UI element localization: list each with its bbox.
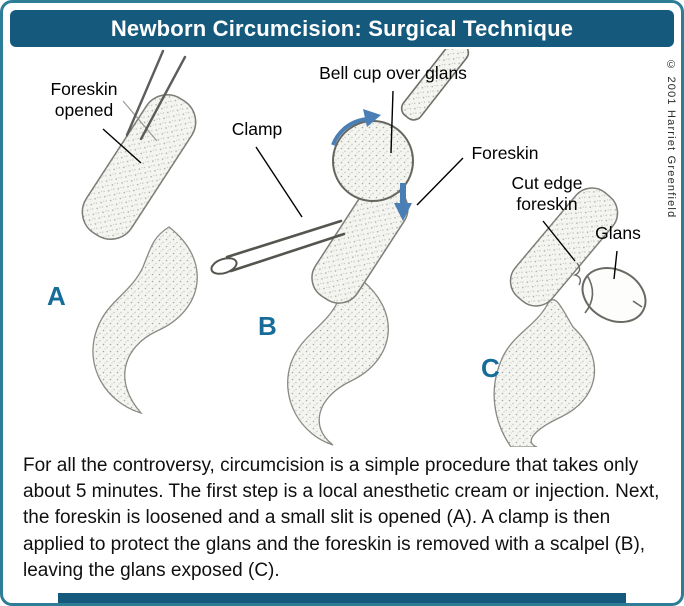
body-shape-c (493, 299, 596, 447)
pointer-line-foreskin-b (416, 157, 464, 206)
label-foreskin-opened: Foreskin opened (50, 79, 118, 120)
pointer-line-bell-cup (390, 90, 394, 154)
pointer-line-clamp (255, 146, 303, 218)
corona-ridge (584, 274, 594, 314)
glans-shape (581, 267, 647, 323)
down-arrowhead-icon (394, 203, 412, 221)
illustration-b (210, 49, 470, 446)
label-bell-cup: Bell cup over glans (319, 63, 467, 83)
bell-stem (400, 49, 470, 121)
label-cut-edge-foreskin: Cut edge foreskin (511, 173, 583, 214)
panel-letter-b: B (258, 311, 277, 341)
shaft-a (81, 94, 197, 240)
forceps-icon (125, 49, 187, 141)
rotation-arrowhead-icon (363, 109, 381, 127)
pointer-line-foreskin-opened (102, 128, 142, 164)
illustration-a (81, 49, 198, 415)
panel-letter-a: A (47, 281, 66, 311)
cut-edge-ruffle (572, 262, 582, 286)
pointer-line-cut-edge (542, 220, 576, 262)
illustration-canvas (81, 49, 647, 447)
meatus-slit (632, 300, 643, 308)
label-glans: Glans (595, 223, 641, 243)
page-title: Newborn Circumcision: Surgical Technique (10, 10, 674, 47)
illustration-c (493, 187, 647, 447)
pointer-line-glans (613, 250, 618, 280)
body-shape-a (92, 226, 198, 415)
copyright-credit: © 2001 Harriet Greenfield (665, 59, 677, 219)
label-clamp: Clamp (231, 119, 283, 139)
clamp-icon (225, 219, 346, 273)
caption-text: For all the controversy, circumcision is… (23, 455, 660, 581)
pointer-lines (102, 90, 618, 280)
clamp-handle-icon (210, 257, 238, 275)
foreskin-slit-a (122, 100, 158, 142)
rotation-arrow-icon (331, 117, 370, 146)
body-shape-b (287, 280, 389, 446)
panel-letter-c: C (481, 353, 500, 383)
bottom-accent-bar (58, 593, 626, 603)
label-foreskin: Foreskin (471, 143, 539, 163)
